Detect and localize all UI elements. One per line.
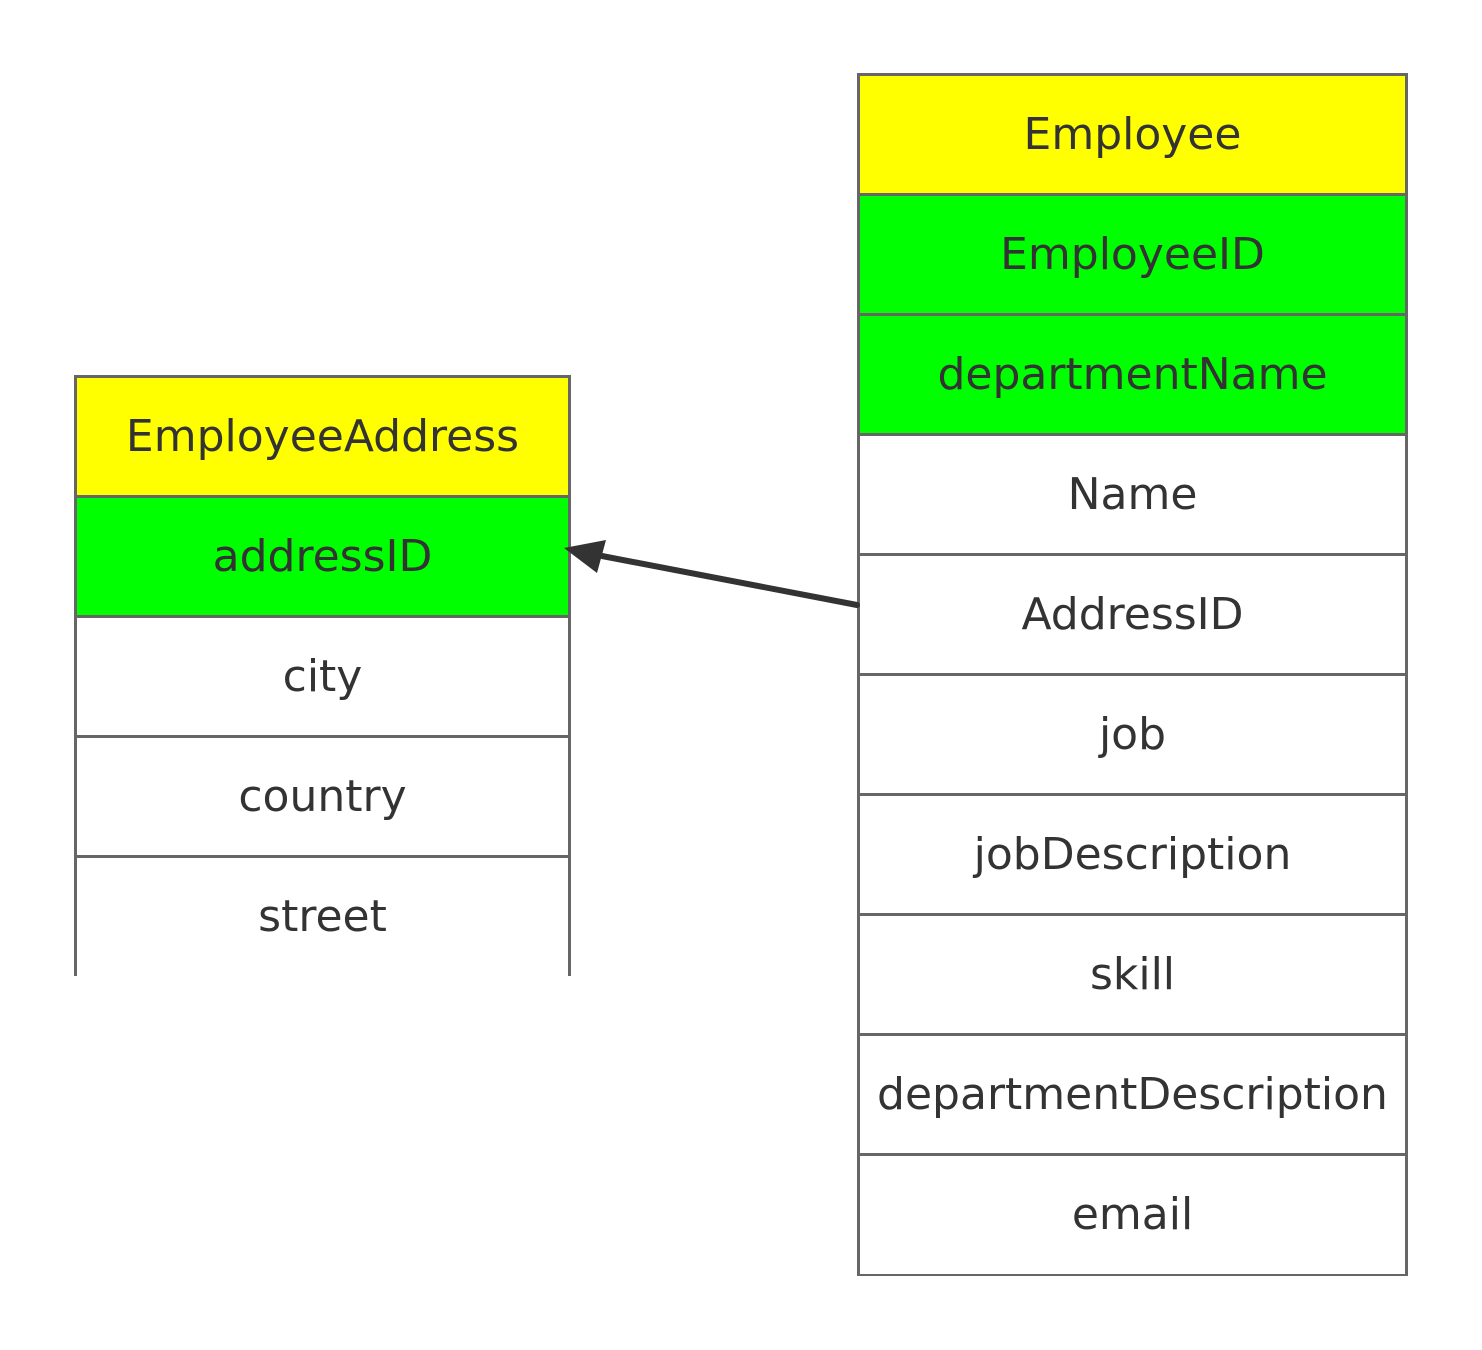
- field-row: street: [77, 858, 568, 976]
- field-row: AddressID: [860, 556, 1405, 676]
- relationship-arrow: [564, 540, 860, 608]
- field-row: departmentDescription: [860, 1036, 1405, 1156]
- field-row: email: [860, 1156, 1405, 1274]
- field-row: skill: [860, 916, 1405, 1036]
- field-row: country: [77, 738, 568, 858]
- primary-key-field: departmentName: [860, 316, 1405, 436]
- primary-key-field: addressID: [77, 498, 568, 618]
- entity-title: EmployeeAddress: [77, 378, 568, 498]
- relationship-line: [599, 553, 860, 608]
- entity-employee-address: EmployeeAddress addressID city country s…: [74, 375, 571, 976]
- field-row: job: [860, 676, 1405, 796]
- primary-key-field: EmployeeID: [860, 196, 1405, 316]
- field-row: jobDescription: [860, 796, 1405, 916]
- field-row: city: [77, 618, 568, 738]
- entity-employee: Employee EmployeeID departmentName Name …: [857, 73, 1408, 1276]
- entity-title: Employee: [860, 76, 1405, 196]
- field-row: Name: [860, 436, 1405, 556]
